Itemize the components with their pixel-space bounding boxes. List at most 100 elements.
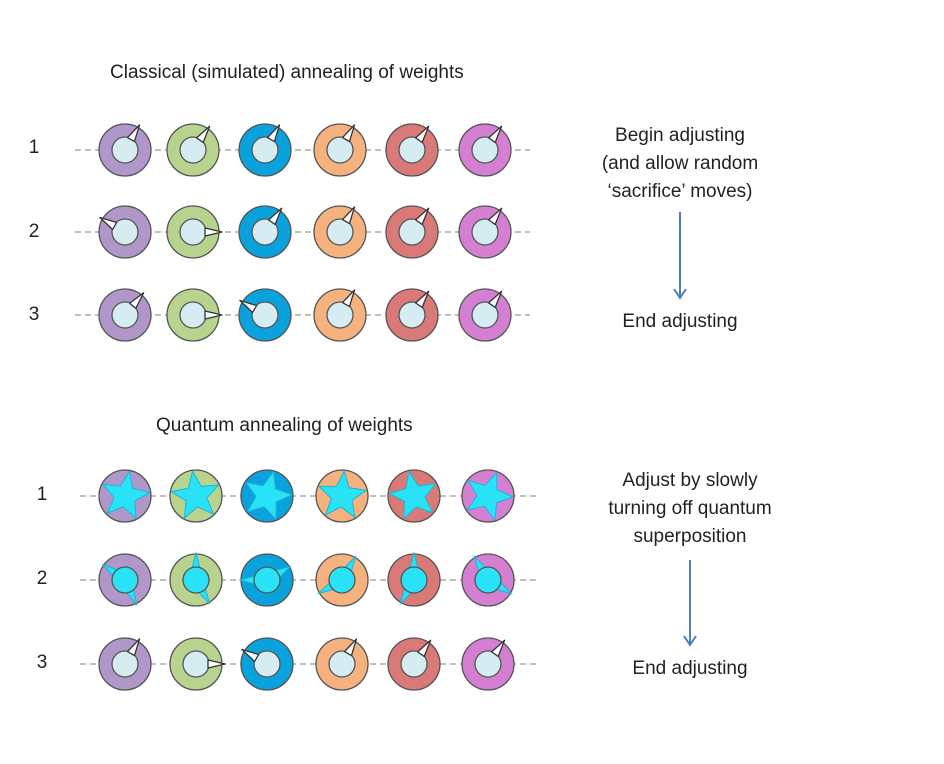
classical-row-2-green-weight-needle bbox=[204, 227, 223, 237]
quantum-row-3-purple-weight-center bbox=[111, 650, 139, 678]
classical-row-2-orange-weight-center bbox=[326, 218, 354, 246]
quantum-row-1-pink-weight-superposition-star bbox=[466, 472, 514, 521]
quantum-row-1-label: 1 bbox=[36, 484, 48, 505]
quantum-row-2-purple-weight-center bbox=[111, 566, 139, 594]
classical-note-line-1: Begin adjusting bbox=[615, 125, 745, 146]
quantum-note-line-2: turning off quantum bbox=[608, 498, 772, 519]
quantum-note-line-3: superposition bbox=[633, 526, 747, 547]
quantum-title: Quantum annealing of weights bbox=[156, 415, 413, 436]
classical-row-2-label: 2 bbox=[28, 221, 40, 242]
quantum-row-2-orange-weight bbox=[315, 553, 369, 607]
quantum-progress-arrow bbox=[683, 560, 697, 647]
classical-row-3-red-weight-center bbox=[398, 301, 426, 329]
classical-row-2-blue-weight-center bbox=[251, 218, 279, 246]
classical-row-3-blue-weight-center bbox=[251, 301, 279, 329]
quantum-row-1-green-weight bbox=[169, 469, 223, 523]
quantum-row-3-green-weight bbox=[169, 637, 226, 691]
classical-end-label: End adjusting bbox=[622, 311, 738, 332]
classical-row-1-red-weight-needle bbox=[414, 125, 430, 144]
progress-arrows bbox=[673, 212, 697, 647]
quantum-row-1-green-weight-superposition-star bbox=[170, 470, 219, 519]
classical-row-1-pink-weight-center bbox=[471, 136, 499, 164]
quantum-row-3-orange-weight-center bbox=[328, 650, 356, 678]
classical-row-2-red-weight-needle bbox=[414, 207, 430, 226]
classical-progress-arrow bbox=[673, 212, 687, 300]
quantum-row-2-red-weight-center bbox=[400, 566, 428, 594]
classical-row-3-blue-weight-needle bbox=[239, 299, 258, 314]
classical-row-1-blue-weight bbox=[238, 123, 292, 177]
classical-row-3-orange-weight-center bbox=[326, 301, 354, 329]
quantum-row-3-green-weight-needle bbox=[207, 659, 226, 669]
quantum-row-2-red-weight bbox=[387, 551, 441, 607]
classical-note-line-3: ‘sacrifice’ moves) bbox=[607, 181, 753, 202]
classical-row-3-orange-weight bbox=[313, 288, 367, 342]
classical-row-2-purple-weight-needle bbox=[99, 216, 118, 231]
quantum-row-2-label: 2 bbox=[36, 568, 48, 589]
classical-row-1-orange-weight bbox=[313, 123, 367, 177]
quantum-row-2-purple-weight bbox=[98, 553, 152, 607]
classical-row-3-pink-weight-needle bbox=[487, 290, 503, 309]
classical-row-1-purple-weight-needle bbox=[126, 124, 141, 143]
classical-row-1-green-weight bbox=[166, 123, 220, 177]
classical-row-2-purple-weight-center bbox=[111, 218, 139, 246]
classical-row-3-pink-weight-center bbox=[471, 301, 499, 329]
classical-row-1-blue-weight-needle bbox=[266, 124, 281, 143]
classical-row-1-purple-weight bbox=[98, 123, 152, 177]
classical-row-1-blue-weight-center bbox=[251, 136, 279, 164]
quantum-row-1-orange-weight-superposition-star bbox=[318, 470, 367, 518]
classical-row-1-pink-weight-needle bbox=[487, 125, 503, 144]
classical-row-1-orange-weight-center bbox=[326, 136, 354, 164]
quantum-row-3-blue-weight-needle bbox=[241, 648, 260, 663]
weight-wheels bbox=[98, 123, 515, 691]
classical-row-2-pink-weight-needle bbox=[487, 207, 503, 226]
classical-row-3-green-weight-needle bbox=[204, 310, 223, 320]
classical-row-3-orange-weight-needle bbox=[341, 289, 356, 308]
classical-row-2-orange-weight-needle bbox=[341, 206, 356, 225]
classical-row-2-pink-weight-center bbox=[471, 218, 499, 246]
classical-row-3-purple-weight bbox=[98, 288, 152, 342]
quantum-row-3-red-weight-needle bbox=[416, 639, 432, 658]
quantum-row-2-pink-weight bbox=[461, 553, 515, 607]
quantum-row-3-purple-weight-needle bbox=[126, 638, 141, 657]
quantum-row-3-pink-weight bbox=[461, 637, 515, 691]
quantum-row-3-blue-weight-center bbox=[253, 650, 281, 678]
quantum-row-3-pink-weight-needle bbox=[490, 639, 506, 658]
classical-row-3-red-weight bbox=[385, 288, 439, 342]
classical-row-2-blue-weight-needle bbox=[267, 207, 283, 226]
quantum-note-line-1: Adjust by slowly bbox=[622, 470, 758, 491]
quantum-note: Adjust by slowly turning off quantum sup… bbox=[590, 467, 790, 551]
quantum-row-2-orange-weight-center bbox=[328, 566, 356, 594]
classical-row-1-red-weight-center bbox=[398, 136, 426, 164]
classical-row-1-purple-weight-center bbox=[111, 136, 139, 164]
classical-row-3-purple-weight-center bbox=[111, 301, 139, 329]
classical-row-2-purple-weight bbox=[98, 205, 152, 259]
classical-row-1-red-weight bbox=[385, 123, 439, 177]
classical-row-1-orange-weight-needle bbox=[341, 124, 356, 143]
classical-row-1-green-weight-needle bbox=[195, 125, 211, 144]
classical-row-1-label: 1 bbox=[28, 137, 40, 158]
classical-row-3-label: 3 bbox=[28, 304, 40, 325]
classical-note: Begin adjusting (and allow random ‘sacri… bbox=[580, 122, 780, 206]
classical-note-line-2: (and allow random bbox=[601, 153, 759, 174]
classical-row-2-green-weight bbox=[166, 205, 223, 259]
quantum-row-3-blue-weight bbox=[240, 637, 294, 691]
classical-row-1-green-weight-center bbox=[179, 136, 207, 164]
classical-row-2-red-weight bbox=[385, 205, 439, 259]
quantum-row-1-pink-weight bbox=[461, 469, 515, 523]
quantum-row-3-green-weight-center bbox=[182, 650, 210, 678]
quantum-row-2-pink-weight-center bbox=[474, 566, 502, 594]
quantum-row-2-blue-weight-center bbox=[253, 566, 281, 594]
quantum-row-3-purple-weight bbox=[98, 637, 152, 691]
quantum-row-1-purple-weight bbox=[98, 469, 152, 523]
quantum-row-3-red-weight-center bbox=[400, 650, 428, 678]
classical-row-3-red-weight-needle bbox=[414, 290, 430, 309]
classical-row-3-blue-weight bbox=[238, 288, 292, 342]
quantum-row-2-green-weight-center bbox=[182, 566, 210, 594]
classical-row-1-pink-weight bbox=[458, 123, 512, 177]
quantum-row-2-blue-weight bbox=[238, 553, 294, 607]
quantum-row-1-red-weight bbox=[387, 469, 441, 523]
classical-row-2-pink-weight bbox=[458, 205, 512, 259]
quantum-row-3-pink-weight-center bbox=[474, 650, 502, 678]
classical-row-3-green-weight-center bbox=[179, 301, 207, 329]
